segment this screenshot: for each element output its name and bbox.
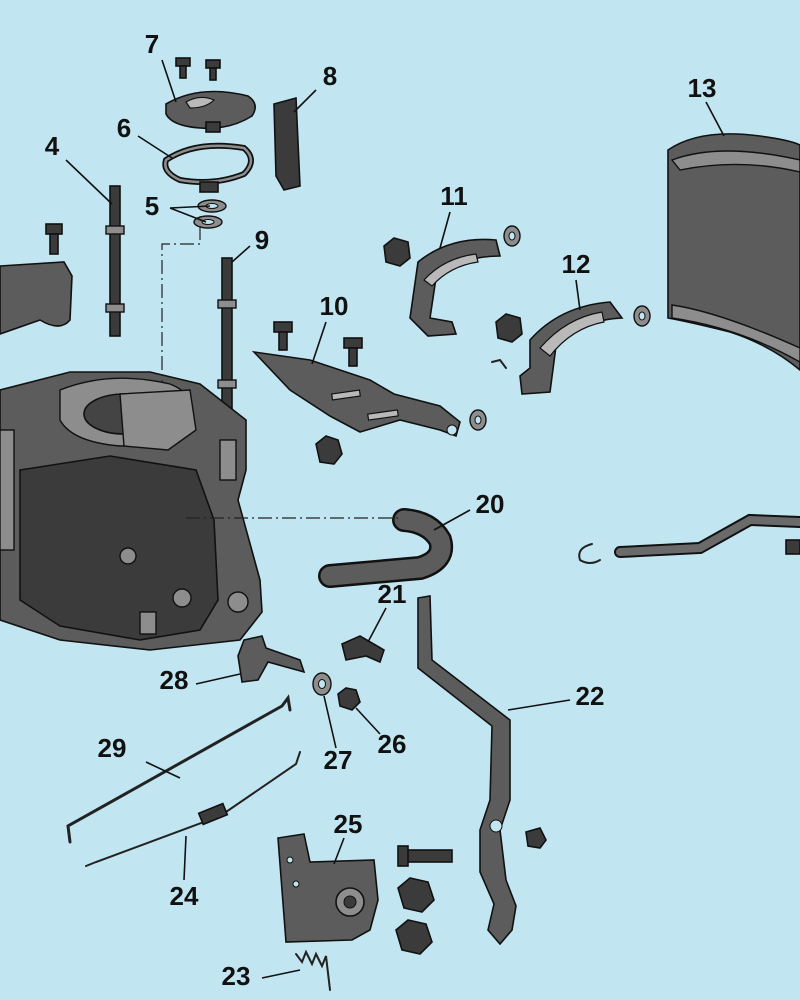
label-part-23: 23	[222, 961, 251, 991]
part-27-washer[interactable]	[312, 672, 332, 696]
label-part-13: 13	[688, 73, 717, 103]
label-part-5: 5	[145, 191, 159, 221]
part-11-curved-bracket[interactable]	[409, 238, 502, 337]
leader-25	[333, 837, 345, 865]
leader-9	[231, 245, 251, 263]
part-25-mounting-plate[interactable]	[277, 833, 379, 943]
nut-25b[interactable]	[395, 919, 433, 955]
leader-10	[311, 321, 327, 365]
label-part-6: 6	[117, 113, 131, 143]
screw-4a[interactable]	[45, 223, 63, 255]
nut-25a[interactable]	[397, 877, 435, 913]
label-part-21: 21	[378, 579, 407, 609]
leader-7	[161, 59, 177, 103]
screw-7a[interactable]	[175, 57, 191, 79]
clip-12[interactable]	[491, 358, 507, 369]
leader-13	[705, 101, 725, 137]
leader-11	[439, 211, 451, 249]
bolt-25a[interactable]	[397, 845, 453, 867]
label-part-8: 8	[323, 61, 337, 91]
leader-6	[137, 135, 173, 159]
part-24-spring-rod[interactable]	[85, 751, 301, 867]
label-part-27: 27	[324, 745, 353, 775]
leader-21	[367, 607, 387, 643]
part-13-air-filter-cover[interactable]	[667, 133, 800, 372]
label-part-9: 9	[255, 225, 269, 255]
label-part-28: 28	[160, 665, 189, 695]
leader-5	[169, 205, 211, 223]
part-8-seal-strip[interactable]	[273, 96, 301, 191]
engine-housing[interactable]	[0, 371, 263, 651]
leader-27	[323, 695, 337, 749]
washer-10[interactable]	[469, 409, 487, 431]
leader-12	[575, 279, 581, 311]
label-part-20: 20	[476, 489, 505, 519]
part-28-pivot[interactable]	[237, 635, 306, 683]
screw-10b[interactable]	[343, 337, 363, 367]
part-20-hose[interactable]	[318, 508, 453, 588]
nut-11[interactable]	[383, 237, 411, 267]
part-7-cover-plate[interactable]	[165, 90, 256, 133]
leader-26	[355, 707, 381, 735]
nut-10[interactable]	[315, 435, 343, 465]
part-26-nut[interactable]	[337, 687, 361, 711]
leader-29	[145, 761, 181, 779]
label-part-26: 26	[378, 729, 407, 759]
part-10-plate-bracket[interactable]	[251, 350, 461, 438]
washer-12[interactable]	[633, 305, 651, 327]
label-part-4: 4	[45, 131, 60, 161]
part-29-rod[interactable]	[66, 694, 292, 844]
part-4-stud[interactable]	[105, 185, 125, 337]
label-part-29: 29	[98, 733, 127, 763]
part-21-clip[interactable]	[341, 635, 385, 664]
part-9-stud[interactable]	[217, 257, 237, 415]
label-part-7: 7	[145, 29, 159, 59]
part-5-washers[interactable]	[193, 199, 227, 229]
alignment-line-5	[161, 226, 201, 382]
nut-12[interactable]	[495, 313, 523, 343]
label-part-24: 24	[170, 881, 199, 911]
leader-4	[65, 159, 113, 205]
label-part-25: 25	[334, 809, 363, 839]
leader-23	[261, 969, 301, 979]
label-part-12: 12	[562, 249, 591, 279]
link-rod[interactable]	[578, 513, 800, 564]
screw-7b[interactable]	[205, 59, 221, 81]
label-part-10: 10	[320, 291, 349, 321]
label-part-11: 11	[440, 181, 468, 211]
leader-22	[507, 699, 571, 711]
leader-24	[183, 835, 187, 881]
part-22-lever[interactable]	[417, 595, 547, 946]
screw-10a[interactable]	[273, 321, 293, 351]
part-23-spring[interactable]	[295, 949, 331, 991]
leader-8	[293, 89, 317, 113]
left-bracket[interactable]	[0, 261, 73, 335]
washer-11[interactable]	[503, 225, 521, 247]
leader-20	[433, 509, 471, 531]
leader-28	[195, 673, 241, 685]
part-12-curved-bracket[interactable]	[519, 301, 624, 395]
part-6-gasket[interactable]	[162, 142, 254, 193]
label-part-22: 22	[576, 681, 605, 711]
